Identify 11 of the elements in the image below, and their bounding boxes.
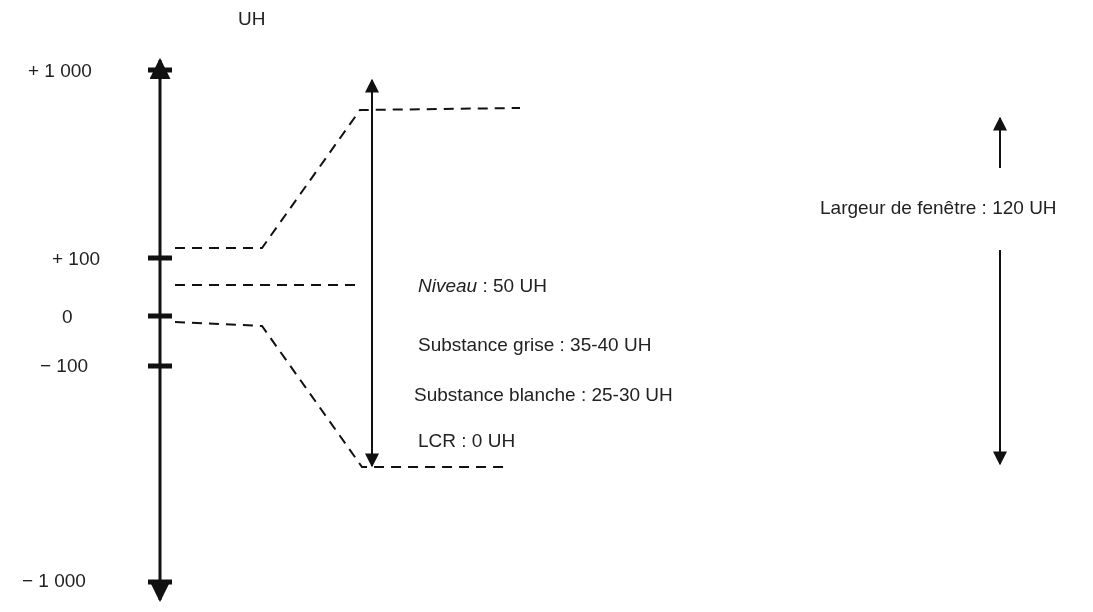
annotation-text: LCR : 0 UH	[418, 430, 516, 453]
tick-label: − 100	[40, 355, 89, 378]
axis-unit-label: UH	[238, 8, 266, 31]
tick-label: 0	[62, 306, 73, 329]
annotation-text: Substance blanche : 25-30 UH	[414, 384, 673, 407]
window-width-label: Largeur de fenêtre : 120 UH	[820, 196, 1058, 220]
level-label: Niveau : 50 UH	[418, 275, 547, 298]
tick-label: + 100	[52, 248, 101, 271]
annotation-text: Substance grise : 35-40 UH	[418, 334, 652, 357]
tick-label: − 1 000	[22, 570, 86, 593]
tick-label: + 1 000	[28, 60, 92, 83]
